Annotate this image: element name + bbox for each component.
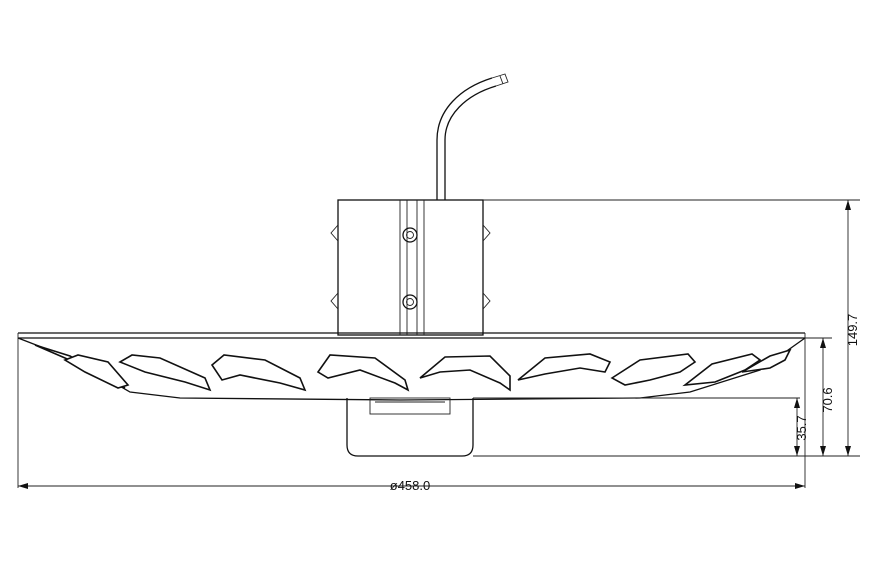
bolt-icon	[402, 294, 418, 310]
dimension-driver-height	[794, 398, 800, 456]
power-cable	[436, 73, 509, 200]
extension-lines	[473, 199, 860, 488]
diameter-label: ø458.0	[390, 478, 430, 493]
lower-driver	[346, 397, 474, 457]
total-height-label: 149.7	[845, 314, 860, 347]
driver-height-label: 35.7	[794, 415, 809, 440]
dimension-diameter	[18, 483, 805, 489]
dimension-total-height	[845, 200, 851, 456]
driver-housing	[330, 199, 491, 336]
cooling-fins	[34, 344, 792, 392]
reflector-height-label: 70.6	[820, 387, 835, 412]
dimension-reflector-height	[820, 338, 826, 456]
bolt-icon	[402, 227, 418, 243]
